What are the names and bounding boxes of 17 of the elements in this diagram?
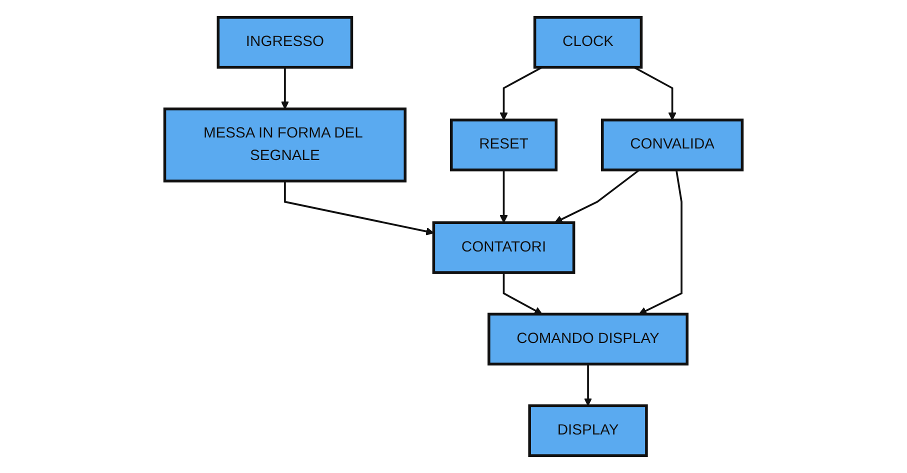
arrow	[554, 169, 640, 224]
node-box: CONTATORI	[432, 221, 576, 274]
node-box: CONVALIDA	[600, 118, 744, 172]
node-box: INGRESSO	[216, 16, 354, 69]
arrow	[634, 66, 676, 120]
arrow	[280, 67, 290, 110]
arrow	[500, 170, 508, 223]
node-box: DISPLAY	[528, 404, 648, 457]
arrow	[502, 272, 542, 315]
node-box: CLOCK	[533, 16, 643, 69]
node-box: COMANDO DISPLAY	[488, 312, 689, 366]
arrow	[500, 66, 542, 120]
arrow	[584, 364, 592, 406]
arrow	[638, 170, 682, 315]
arrow	[284, 181, 434, 236]
node-box: RESET	[450, 118, 558, 172]
node-box: MESSA IN FORMA DEL SEGNALE	[163, 108, 407, 182]
